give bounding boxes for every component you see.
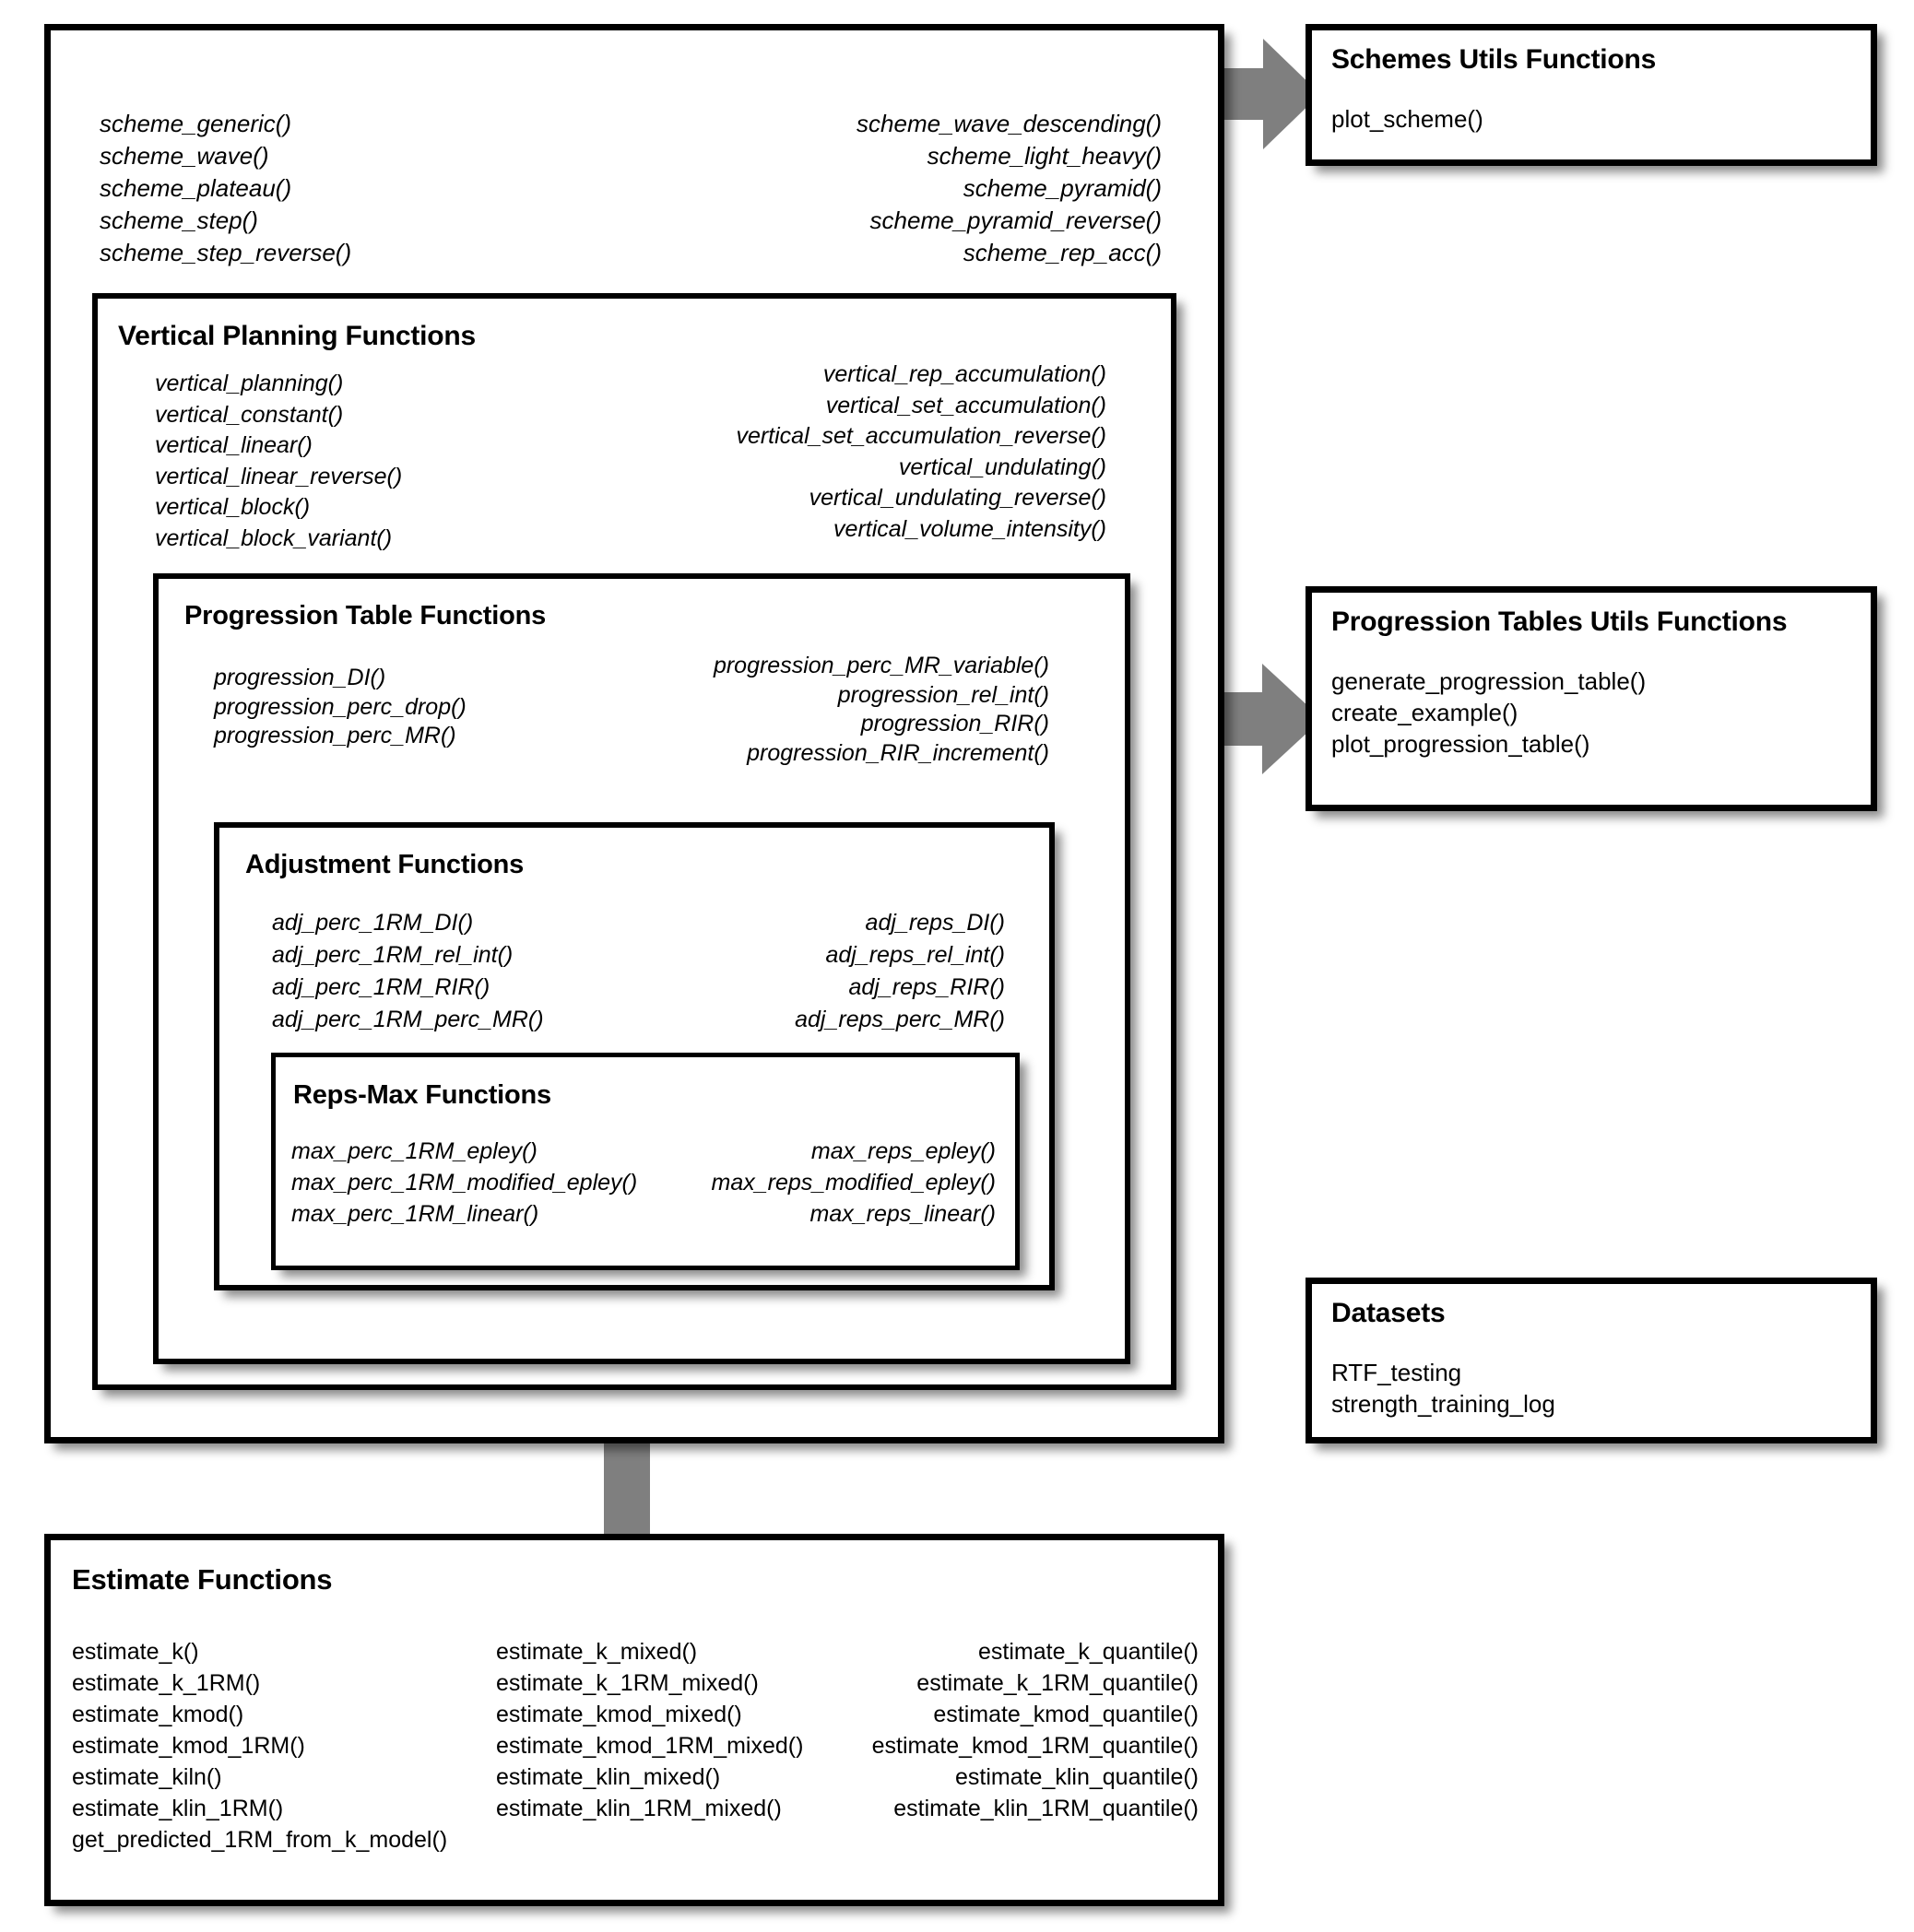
estimate-functions-column-2: estimate_k_mixed() estimate_k_1RM_mixed(… [496, 1636, 803, 1824]
fn-item: progression_DI() [214, 665, 386, 690]
fn-item: estimate_kmod_mixed() [496, 1702, 742, 1727]
fn-item: vertical_linear_reverse() [155, 463, 403, 489]
fn-item: estimate_klin_mixed() [496, 1764, 721, 1790]
fn-item: estimate_kmod_1RM_mixed() [496, 1733, 804, 1759]
fn-item: vertical_undulating_reverse() [809, 485, 1106, 511]
fn-item: estimate_k_1RM() [72, 1670, 261, 1696]
fn-item: scheme_plateau() [100, 174, 292, 202]
fn-item: adj_reps_perc_MR() [795, 1007, 1005, 1032]
fn-item: estimate_klin_1RM_mixed() [496, 1796, 782, 1821]
adjustment-right-column: adj_reps_DI() adj_reps_rel_int() adj_rep… [572, 907, 1005, 1036]
schemes-utils-functions-title: Schemes Utils Functions [1331, 44, 1657, 75]
fn-item: adj_perc_1RM_DI() [272, 910, 474, 936]
estimate-functions-title: Estimate Functions [72, 1563, 333, 1596]
fn-item: max_perc_1RM_modified_epley() [291, 1170, 638, 1196]
fn-item: estimate_kiln() [72, 1764, 222, 1790]
fn-item: estimate_klin_1RM_quantile() [893, 1796, 1199, 1821]
fn-item: RTF_testing [1331, 1359, 1462, 1386]
fn-item: generate_progression_table() [1331, 667, 1647, 695]
fn-item: vertical_set_accumulation_reverse() [736, 423, 1106, 449]
fn-item: estimate_k_mixed() [496, 1639, 698, 1665]
fn-item: vertical_undulating() [898, 454, 1106, 480]
fn-item: adj_reps_DI() [865, 910, 1005, 936]
reps-max-functions-box [271, 1053, 1020, 1270]
fn-item: vertical_volume_intensity() [833, 515, 1106, 542]
progression-table-functions-title: Progression Table Functions [184, 601, 547, 630]
estimate-functions-box [44, 1534, 1224, 1906]
fn-item: progression_perc_MR() [214, 723, 456, 748]
fn-item: progression_perc_MR_variable() [713, 653, 1049, 678]
fn-item: adj_perc_1RM_perc_MR() [272, 1007, 544, 1032]
schemes-functions-left-column: scheme_generic() scheme_wave() scheme_pl… [100, 108, 351, 269]
fn-item: scheme_pyramid() [963, 174, 1162, 202]
fn-item: adj_perc_1RM_rel_int() [272, 942, 514, 968]
fn-item: max_perc_1RM_linear() [291, 1201, 539, 1227]
fn-item: scheme_generic() [100, 110, 292, 137]
fn-item: progression_rel_int() [837, 681, 1049, 708]
fn-item: scheme_wave() [100, 142, 269, 170]
progression-table-left-column: progression_DI() progression_perc_drop()… [214, 664, 467, 751]
fn-item: strength_training_log [1331, 1390, 1555, 1418]
progression-tables-utils-functions-title: Progression Tables Utils Functions [1331, 607, 1788, 637]
fn-item: max_reps_linear() [809, 1201, 996, 1227]
fn-item: scheme_pyramid_reverse() [869, 206, 1162, 234]
estimate-functions-column-3: estimate_k_quantile() estimate_k_1RM_qua… [774, 1636, 1199, 1824]
datasets-box [1306, 1278, 1877, 1443]
vertical-planning-functions-title: Vertical Planning Functions [118, 321, 476, 351]
fn-item: estimate_kmod_1RM() [72, 1733, 305, 1759]
fn-item: max_perc_1RM_epley() [291, 1138, 538, 1164]
fn-item: scheme_step() [100, 206, 258, 234]
schemes-functions-right-column: scheme_wave_descending() scheme_light_he… [572, 108, 1162, 269]
fn-item: progression_perc_drop() [214, 693, 467, 720]
vertical-planning-right-column: vertical_rep_accumulation() vertical_set… [535, 359, 1106, 545]
fn-item: vertical_rep_accumulation() [822, 361, 1106, 387]
fn-item: create_example() [1331, 699, 1518, 726]
fn-item: progression_RIR_increment() [747, 739, 1049, 766]
fn-item: vertical_constant() [155, 401, 344, 428]
adjustment-functions-title: Adjustment Functions [245, 850, 525, 879]
fn-item: get_predicted_1RM_from_k_model() [72, 1827, 448, 1853]
fn-item: scheme_light_heavy() [927, 142, 1162, 170]
vertical-planning-left-column: vertical_planning() vertical_constant() … [155, 369, 402, 554]
schemes-utils-functions-list: plot_scheme() [1331, 103, 1483, 135]
schemes-utils-functions-box [1306, 24, 1877, 166]
progression-tables-utils-functions-box [1306, 586, 1877, 811]
fn-item: progression_RIR() [860, 711, 1049, 736]
fn-item: max_reps_epley() [810, 1138, 996, 1164]
fn-item: estimate_k_1RM_mixed() [496, 1670, 759, 1696]
fn-item: estimate_k_1RM_quantile() [916, 1670, 1199, 1696]
fn-item: estimate_kmod_quantile() [933, 1702, 1199, 1727]
estimate-functions-column-1: estimate_k() estimate_k_1RM() estimate_k… [72, 1636, 447, 1855]
fn-item: estimate_klin_1RM() [72, 1796, 284, 1821]
fn-item: max_reps_modified_epley() [711, 1170, 996, 1196]
fn-item: vertical_linear() [155, 432, 313, 458]
progression-table-right-column: progression_perc_MR_variable() progressi… [516, 652, 1049, 768]
fn-item: adj_perc_1RM_RIR() [272, 974, 490, 1000]
reps-max-right-column: max_reps_epley() max_reps_modified_epley… [572, 1136, 996, 1230]
fn-item: estimate_klin_quantile() [954, 1764, 1199, 1790]
fn-item: vertical_block() [155, 494, 311, 520]
fn-item: vertical_block_variant() [155, 524, 393, 551]
fn-item: plot_scheme() [1331, 105, 1483, 133]
reps-max-functions-title: Reps-Max Functions [293, 1080, 551, 1110]
datasets-list: RTF_testing strength_training_log [1331, 1357, 1555, 1420]
progression-tables-utils-functions-list: generate_progression_table() create_exam… [1331, 666, 1646, 760]
fn-item: estimate_k() [72, 1639, 199, 1665]
fn-item: plot_progression_table() [1331, 730, 1590, 758]
arrow-schemes-to-schemes-utils [1206, 29, 1320, 159]
fn-item: scheme_step_reverse() [100, 239, 352, 266]
fn-item: scheme_rep_acc() [963, 239, 1162, 266]
fn-item: estimate_kmod() [72, 1702, 244, 1727]
fn-item: estimate_kmod_1RM_quantile() [871, 1733, 1199, 1759]
datasets-title: Datasets [1331, 1298, 1446, 1328]
fn-item: vertical_planning() [155, 371, 344, 396]
adjustment-left-column: adj_perc_1RM_DI() adj_perc_1RM_rel_int()… [272, 907, 544, 1036]
reps-max-left-column: max_perc_1RM_epley() max_perc_1RM_modifi… [291, 1136, 637, 1230]
fn-item: estimate_k_quantile() [977, 1639, 1199, 1665]
fn-item: vertical_set_accumulation() [825, 392, 1106, 418]
fn-item: scheme_wave_descending() [857, 110, 1162, 137]
fn-item: adj_reps_rel_int() [825, 942, 1005, 968]
fn-item: adj_reps_RIR() [848, 974, 1005, 1000]
